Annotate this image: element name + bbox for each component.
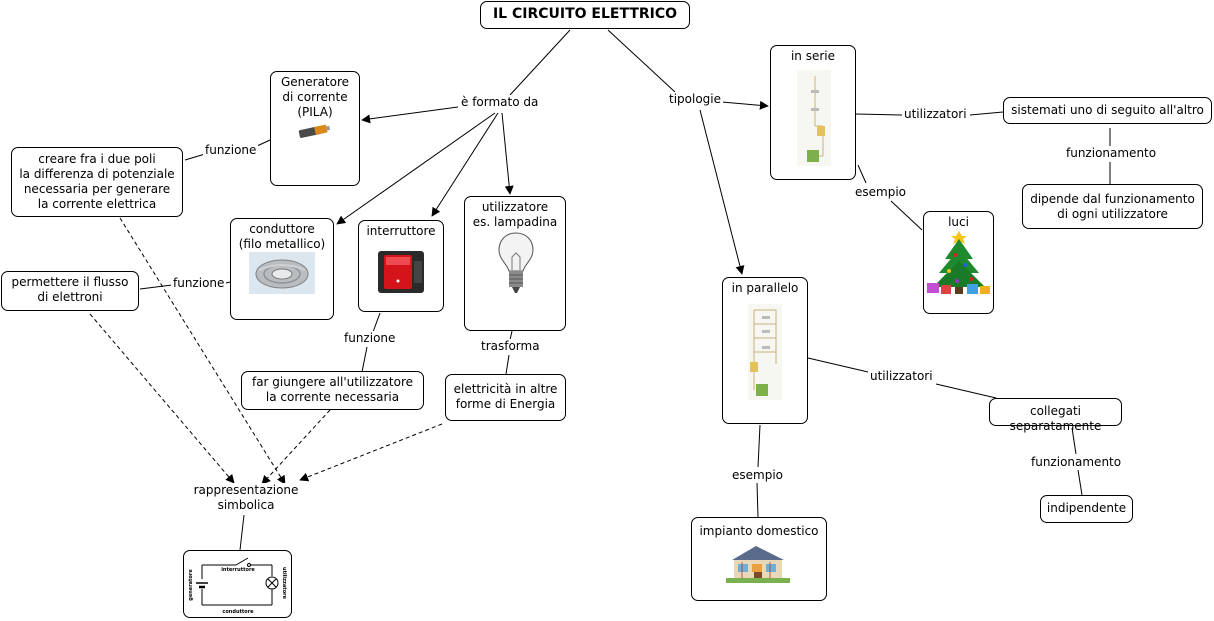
label-utilizzatori-parallelo: utilizzatori bbox=[868, 369, 935, 384]
schema-label-utilizzatore: utilizzatore bbox=[281, 567, 287, 600]
node-conduttore[interactable]: conduttore (filo metallico) bbox=[230, 218, 334, 320]
node-collegati[interactable]: collegati separatamente bbox=[989, 398, 1122, 433]
christmas-tree-icon bbox=[927, 231, 990, 294]
node-luci-label: luci bbox=[948, 215, 969, 229]
node-permettere[interactable]: permettere il flusso di elettroni bbox=[1, 271, 139, 311]
node-dipende-label: dipende dal funzionamento di ogni utiliz… bbox=[1030, 192, 1195, 221]
node-permettere-label: permettere il flusso di elettroni bbox=[11, 275, 129, 304]
title-node[interactable]: IL CIRCUITO ELETTRICO bbox=[480, 1, 690, 29]
parallel-circuit-icon bbox=[748, 304, 782, 400]
label-esempio-serie: esempio bbox=[853, 185, 908, 200]
node-impianto-label: impianto domestico bbox=[699, 524, 819, 538]
node-in-parallelo-label: in parallelo bbox=[731, 281, 799, 295]
label-tipologie: tipologie bbox=[667, 92, 724, 107]
node-in-serie-label: in serie bbox=[790, 49, 836, 63]
node-generatore[interactable]: Generatore di corrente (PILA) bbox=[270, 71, 360, 186]
node-indipendente-label: indipendente bbox=[1046, 501, 1127, 515]
wire-coil-icon bbox=[249, 252, 315, 294]
node-elettricita-label: elettricità in altre forme di Energia bbox=[453, 382, 558, 411]
node-creare[interactable]: creare fra i due poli la differenza di p… bbox=[11, 147, 183, 217]
node-in-parallelo[interactable]: in parallelo bbox=[722, 277, 808, 424]
label-e-formato-da: è formato da bbox=[459, 95, 541, 110]
node-sistemati[interactable]: sistemati uno di seguito all'altro bbox=[1003, 97, 1212, 124]
label-utilizzatori-serie: utilizzatori bbox=[902, 107, 969, 122]
schema-label-interruttore: interruttore bbox=[221, 567, 255, 573]
label-funzione-generatore: funzione bbox=[203, 143, 259, 158]
house-icon bbox=[726, 546, 790, 583]
node-dipende[interactable]: dipende dal funzionamento di ogni utiliz… bbox=[1022, 184, 1203, 229]
node-sistemati-label: sistemati uno di seguito all'altro bbox=[1011, 103, 1204, 117]
battery-icon bbox=[298, 124, 331, 138]
node-elettricita[interactable]: elettricità in altre forme di Energia bbox=[445, 374, 566, 421]
label-funzionamento-parallelo: funzionamento bbox=[1029, 455, 1124, 470]
label-funzione-conduttore: funzione bbox=[171, 276, 227, 291]
schema-label-conduttore: conduttore bbox=[222, 609, 254, 615]
label-funzione-interruttore: funzione bbox=[342, 331, 398, 346]
node-creare-label: creare fra i due poli la differenza di p… bbox=[19, 152, 175, 211]
lightbulb-icon bbox=[498, 232, 534, 293]
series-circuit-icon bbox=[797, 70, 831, 166]
node-impianto[interactable]: impianto domestico bbox=[691, 517, 827, 601]
node-interruttore[interactable]: interruttore bbox=[358, 220, 444, 312]
node-indipendente[interactable]: indipendente bbox=[1040, 495, 1133, 523]
schema-label-generatore: generatore bbox=[188, 569, 194, 601]
node-utilizzatore-label: utilizzatore es. lampadina bbox=[472, 200, 558, 229]
node-collegati-label: collegati separatamente bbox=[1009, 404, 1102, 433]
node-utilizzatore[interactable]: utilizzatore es. lampadina bbox=[464, 196, 566, 331]
title-text: IL CIRCUITO ELETTRICO bbox=[492, 6, 678, 22]
node-schema-circuito[interactable]: interruttore generatore utilizzatore con… bbox=[183, 550, 292, 618]
node-luci[interactable]: luci bbox=[923, 211, 994, 314]
label-funzionamento-serie: funzionamento bbox=[1064, 146, 1159, 161]
switch-icon bbox=[378, 251, 424, 293]
circuit-diagram: interruttore generatore utilizzatore con… bbox=[188, 557, 287, 615]
node-far-giungere-label: far giungere all'utilizzatore la corrent… bbox=[251, 375, 414, 404]
node-generatore-label: Generatore di corrente (PILA) bbox=[280, 75, 350, 119]
node-interruttore-label: interruttore bbox=[366, 224, 436, 238]
label-trasforma: trasforma bbox=[479, 339, 542, 354]
node-in-serie[interactable]: in serie bbox=[770, 45, 856, 180]
node-far-giungere[interactable]: far giungere all'utilizzatore la corrent… bbox=[241, 371, 424, 410]
label-esempio-parallelo: esempio bbox=[730, 468, 785, 483]
label-rappresentazione-simbolica: rappresentazione simbolica bbox=[190, 483, 302, 513]
node-conduttore-label: conduttore (filo metallico) bbox=[238, 222, 326, 251]
